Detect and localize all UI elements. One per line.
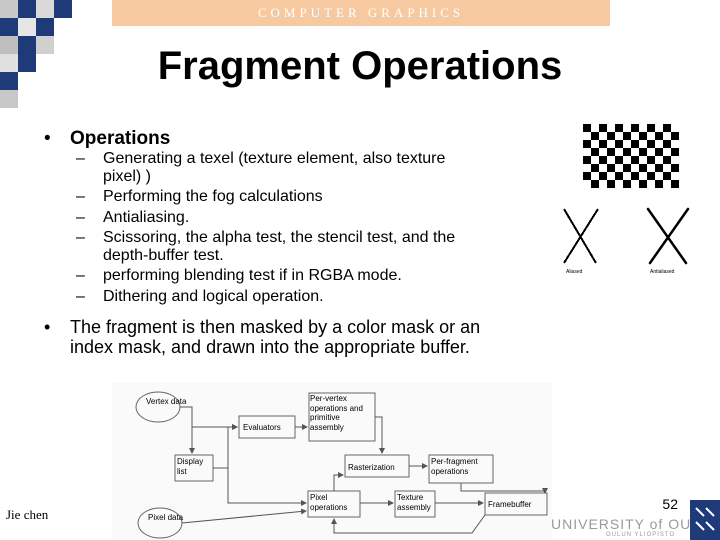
checker-cell: [671, 180, 679, 188]
sub-item: –Antialiasing.: [76, 208, 190, 226]
page-number: 52: [662, 496, 678, 512]
checker-cell: [607, 164, 615, 172]
vertex-data-text: Vertex data: [146, 397, 187, 406]
aliased-label: Aliased: [566, 269, 583, 275]
pixel-operations-text: Pixel operations: [310, 493, 348, 512]
checker-cell: [615, 140, 623, 148]
checker-cell: [671, 148, 679, 156]
checker-cell: [631, 172, 639, 180]
checker-cell: [607, 132, 615, 140]
checker-cell: [655, 148, 663, 156]
checker-cell: [639, 180, 647, 188]
checker-cell: [663, 172, 671, 180]
checker-cell: [623, 180, 631, 188]
checker-cell: [631, 140, 639, 148]
pixel-data-text: Pixel data: [148, 513, 184, 522]
checker-cell: [599, 140, 607, 148]
university-sub-text: OULUN YLIOPISTO: [606, 532, 676, 538]
sub-item: –Performing the fog calculations: [76, 188, 323, 205]
framebuffer-node: [484, 492, 548, 516]
checker-cell: [647, 140, 655, 148]
checker-cell: [599, 156, 607, 164]
checker-cell: [591, 180, 599, 188]
checker-cell: [599, 172, 607, 180]
checker-cell: [663, 156, 671, 164]
checker-cell: [607, 148, 615, 156]
checker-cell: [655, 132, 663, 140]
university-crest-icon: [690, 500, 720, 540]
display-list-text: Display list: [177, 457, 204, 476]
pipeline-diagram: Vertex data Pixel data Evaluators Per-ve…: [135, 391, 548, 539]
evaluators-text: Evaluators: [243, 423, 281, 432]
header-banner: COMPUTER GRAPHICS: [112, 0, 610, 26]
checker-cell: [663, 124, 671, 132]
banner-text: COMPUTER GRAPHICS: [257, 5, 465, 20]
antialiasing-image: Aliased Antialiased: [552, 203, 718, 275]
bullet-dot: •: [44, 317, 51, 337]
slide-title: Fragment Operations: [157, 44, 563, 88]
per-vertex-text: Per-vertex operations and primitive asse…: [310, 394, 363, 432]
bullet-dot: •: [44, 128, 51, 149]
sub-item: –performing blending test if in RGBA mod…: [76, 267, 402, 284]
bullet-text: The fragment is then masked by a color m…: [70, 317, 481, 357]
rasterization-text: Rasterization: [348, 463, 395, 472]
checker-cell: [591, 164, 599, 172]
sub-item: –Dithering and logical operation.: [76, 287, 324, 305]
per-fragment-text: Per-fragment operations: [431, 457, 478, 476]
antialiased-label: Antialiased: [650, 269, 675, 275]
checker-cell: [647, 172, 655, 180]
checker-cell: [655, 180, 663, 188]
framebuffer-text: Framebuffer: [488, 500, 532, 509]
checker-cell: [615, 124, 623, 132]
sub-item: –Scissoring, the alpha test, the stencil…: [76, 229, 456, 264]
checker-cell: [583, 124, 591, 132]
checker-cell: [615, 172, 623, 180]
checker-cell: [655, 164, 663, 172]
checker-cell: [647, 124, 655, 132]
checker-cell: [623, 148, 631, 156]
checker-cell: [599, 124, 607, 132]
sub-item: –Generating a texel (texture element, al…: [76, 150, 446, 185]
checker-cell: [583, 172, 591, 180]
checker-cell: [615, 156, 623, 164]
checker-cell: [607, 180, 615, 188]
checkerboard-image: [583, 124, 679, 188]
checker-cell: [671, 164, 679, 172]
checker-cell: [591, 148, 599, 156]
author-footer: Jie chen: [6, 507, 49, 522]
checker-cell: [639, 164, 647, 172]
bullet-label: Operations: [70, 128, 171, 149]
checker-cell: [623, 132, 631, 140]
sub-item-list: –Generating a texel (texture element, al…: [76, 150, 486, 308]
checker-cell: [663, 140, 671, 148]
checker-cell: [591, 132, 599, 140]
checker-cell: [623, 164, 631, 172]
checker-cell: [647, 156, 655, 164]
checker-cell: [631, 156, 639, 164]
texture-assembly-text: Texture assembly: [397, 493, 431, 512]
bullet-masking: • The fragment is then masked by a color…: [44, 317, 484, 357]
pipeline-diagram-background: [112, 383, 552, 540]
checker-cell: [639, 148, 647, 156]
texture-assembly-node: [394, 490, 436, 518]
checker-cell: [639, 132, 647, 140]
checker-cell: [583, 140, 591, 148]
checker-cell: [583, 156, 591, 164]
checker-cell: [671, 132, 679, 140]
university-logo-text: UNIVERSITY of OULU: [551, 516, 712, 532]
checker-cell: [631, 124, 639, 132]
